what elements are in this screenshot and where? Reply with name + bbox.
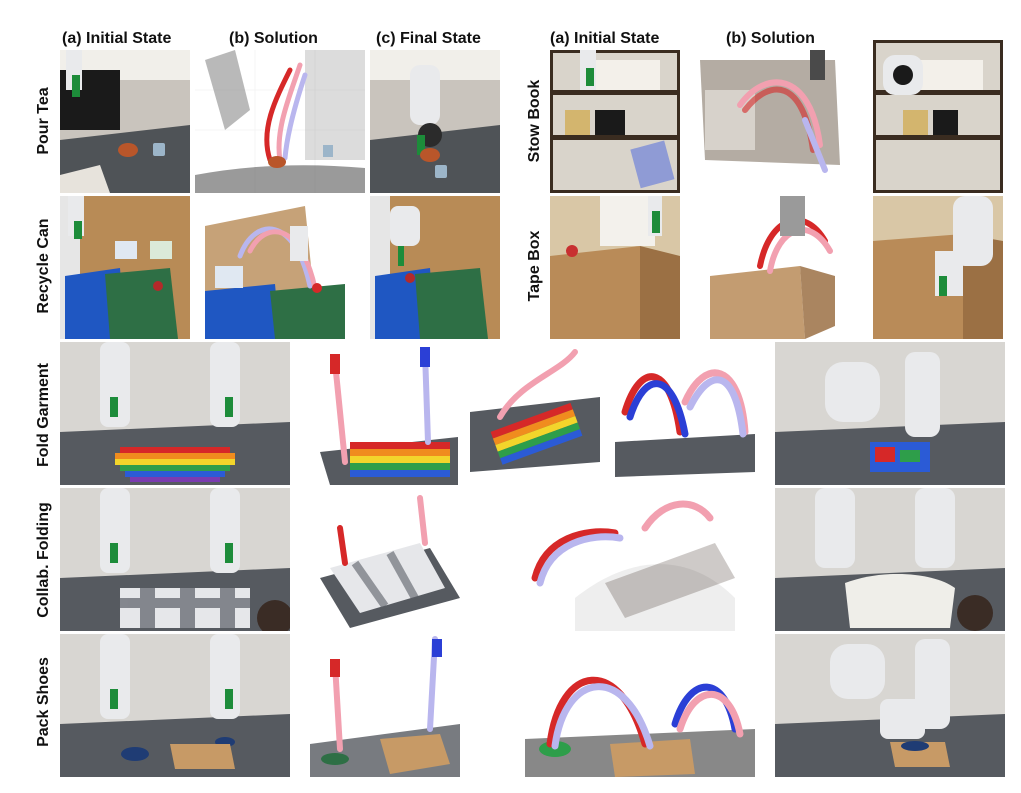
row-label-pack-shoes: Pack Shoes (35, 657, 52, 747)
header-initial-state-left: (a) Initial State (62, 30, 172, 47)
fold-garment-initial-photo (60, 342, 290, 485)
fold-garment-final-photo (775, 342, 1005, 485)
pour-tea-solution-pointcloud (195, 50, 365, 193)
stow-book-solution-pointcloud (685, 50, 860, 193)
tape-box-initial-photo (550, 196, 680, 339)
stow-book-final-photo (873, 40, 1003, 193)
row-label-tape-box: Tape Box (526, 230, 543, 302)
tape-box-final-photo (873, 196, 1003, 339)
row-label-stow-book: Stow Book (526, 79, 543, 163)
pack-shoes-solution-2 (525, 634, 755, 777)
collab-folding-solution-2 (515, 488, 755, 631)
pour-tea-final-photo (370, 50, 500, 193)
fold-garment-solution-3 (615, 342, 755, 485)
collab-folding-initial-photo (60, 488, 290, 631)
row-label-fold-garment: Fold Garment (35, 363, 52, 468)
collab-folding-solution-1 (310, 488, 460, 631)
header-solution-left: (b) Solution (229, 30, 318, 47)
header-initial-state-right: (a) Initial State (550, 30, 660, 47)
pack-shoes-solution-1 (310, 634, 460, 777)
header-final-state-left: (c) Final State (376, 30, 481, 47)
row-label-pour-tea: Pour Tea (35, 87, 52, 155)
header-solution-right: (b) Solution (726, 30, 815, 47)
pack-shoes-final-photo (775, 634, 1005, 777)
row-label-collab-folding: Collab. Folding (35, 502, 52, 618)
recycle-can-initial-photo (60, 196, 190, 339)
recycle-can-final-photo (370, 196, 500, 339)
fold-garment-solution-2 (470, 342, 600, 485)
row-label-recycle-can: Recycle Can (35, 218, 52, 314)
fold-garment-solution-1 (310, 342, 458, 485)
tape-box-solution-pointcloud (690, 196, 860, 339)
stow-book-initial-photo (550, 50, 680, 193)
recycle-can-solution-pointcloud (195, 196, 365, 339)
pour-tea-initial-photo (60, 50, 190, 193)
pack-shoes-initial-photo (60, 634, 290, 777)
collab-folding-final-photo (775, 488, 1005, 631)
